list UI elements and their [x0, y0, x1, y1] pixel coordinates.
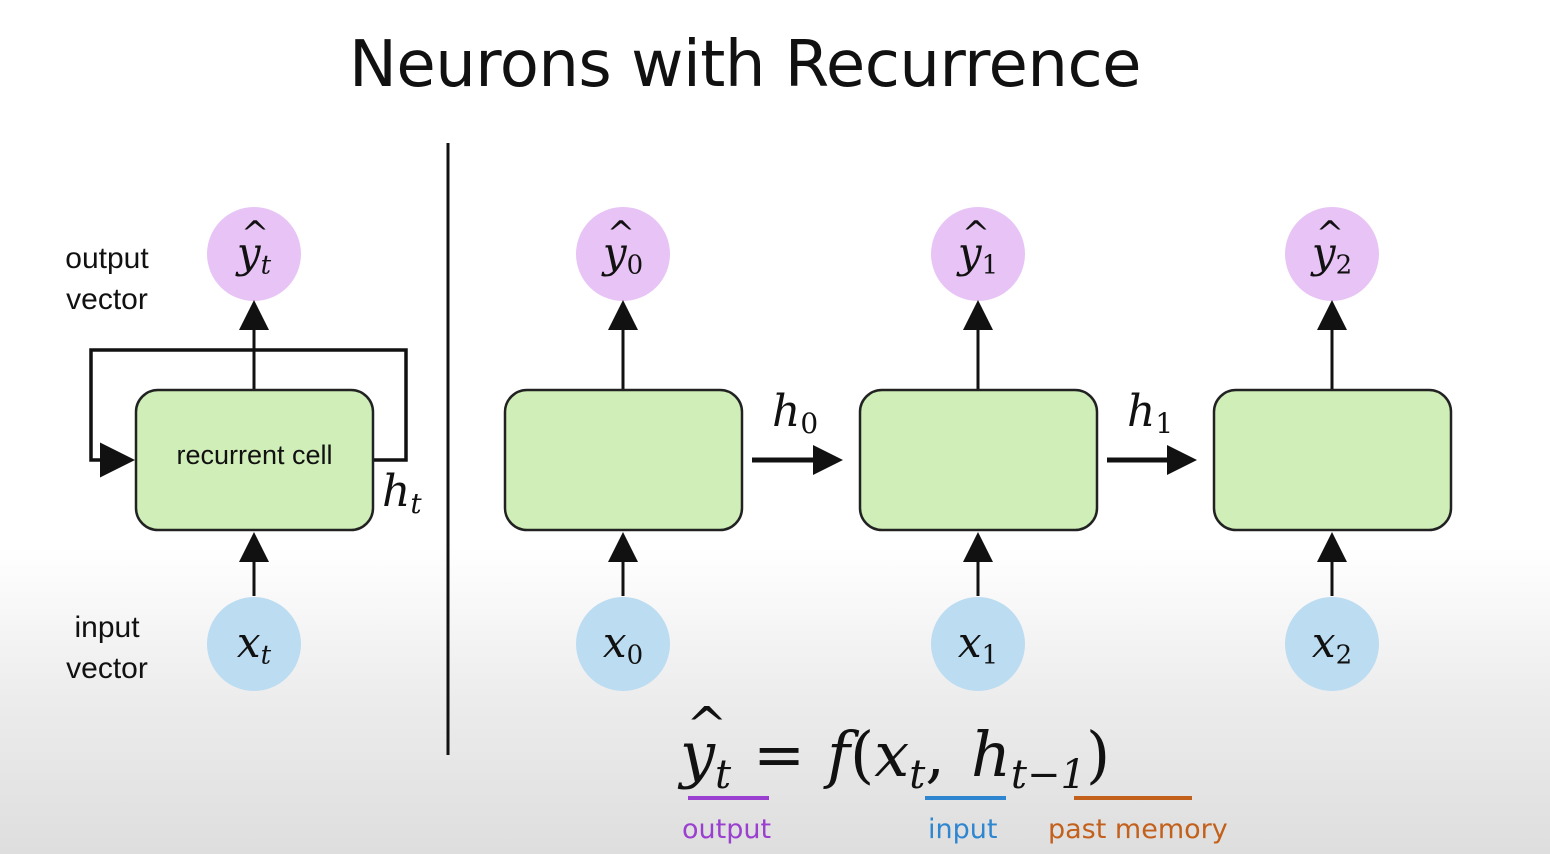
hidden-label-0: h0: [772, 390, 818, 438]
folded-output-base: y: [237, 217, 269, 274]
hidden-label-1: h1: [1127, 390, 1173, 438]
output-symbol-2-base: y: [1312, 217, 1344, 274]
output-vector-label: output vector: [48, 238, 166, 320]
equation-function: f: [827, 718, 851, 791]
input-symbol-1: x1: [931, 622, 1025, 669]
equation-past-memory-label: past memory: [1048, 814, 1228, 845]
equation-lhs-sub: t: [715, 752, 732, 798]
output-symbol-1: y1: [931, 217, 1025, 281]
folded-input-symbol: xt: [207, 622, 301, 669]
input-symbol-0-sub: 0: [626, 640, 644, 671]
equation-equals: =: [753, 718, 806, 791]
folded-output-symbol: yt: [207, 217, 301, 281]
folded-input-base: x: [236, 618, 261, 667]
recurrent-cell: [134, 388, 375, 532]
input-symbol-0-base: x: [602, 618, 627, 667]
folded-state-base: h: [382, 466, 411, 517]
folded-state-sub: t: [410, 487, 422, 520]
output-symbol-1-base: y: [958, 217, 990, 274]
input-symbol-0: x0: [576, 622, 670, 669]
folded-state-label: ht: [382, 470, 422, 518]
hidden-label-1-base: h: [1127, 386, 1156, 437]
input-node-2: [1285, 597, 1379, 691]
folded-input-sub: t: [260, 640, 272, 671]
output-vector-label-line2: vector: [66, 283, 148, 316]
input-vector-label: input vector: [48, 607, 166, 689]
input-symbol-2: x2: [1285, 622, 1379, 669]
cell-2: [1212, 388, 1453, 532]
hidden-label-0-base: h: [772, 386, 801, 437]
slide-title: Neurons with Recurrence: [348, 28, 1142, 102]
input-vector-label-line2: vector: [66, 652, 148, 685]
input-symbol-1-sub: 1: [981, 640, 999, 671]
equation-lhs: y: [680, 696, 728, 791]
hidden-label-0-sub: 0: [800, 407, 819, 440]
input-symbol-2-base: x: [1311, 618, 1336, 667]
output-symbol-2: y2: [1285, 217, 1379, 281]
equation-output-label: output: [682, 814, 772, 845]
output-symbol-2-sub: 2: [1335, 250, 1353, 281]
input-node-1: [931, 597, 1025, 691]
equation-memory-arg: h: [970, 718, 1011, 791]
output-symbol-0-sub: 0: [626, 250, 644, 281]
folded-output-sub: t: [260, 250, 272, 281]
output-vector-label-line1: output: [65, 242, 149, 275]
recurrent-cell-label: recurrent cell: [176, 440, 333, 470]
equation-input-sub: t: [909, 752, 926, 798]
folded-input-node: [207, 597, 301, 691]
output-symbol-0-base: y: [603, 217, 635, 274]
recurrence-loop-arrow: [89, 348, 408, 478]
hidden-label-1-sub: 1: [1155, 407, 1174, 440]
recurrence-equation: yt=f(xt,ht−1): [680, 696, 1111, 798]
input-vector-label-line1: input: [74, 611, 140, 644]
equation-input-arg: x: [874, 718, 910, 791]
input-symbol-2-sub: 2: [1335, 640, 1353, 671]
input-symbol-1-base: x: [957, 618, 982, 667]
output-symbol-1-sub: 1: [981, 250, 999, 281]
equation-input-label: input: [928, 814, 998, 845]
input-node-0: [576, 597, 670, 691]
equation-close-paren: ): [1085, 718, 1111, 791]
equation-open-paren: (: [850, 718, 875, 791]
cell-1: [858, 388, 1099, 532]
equation-comma: ,: [925, 718, 945, 791]
cell-0: [503, 388, 744, 532]
equation-memory-sub: t−1: [1010, 752, 1086, 798]
output-symbol-0: y0: [576, 217, 670, 281]
